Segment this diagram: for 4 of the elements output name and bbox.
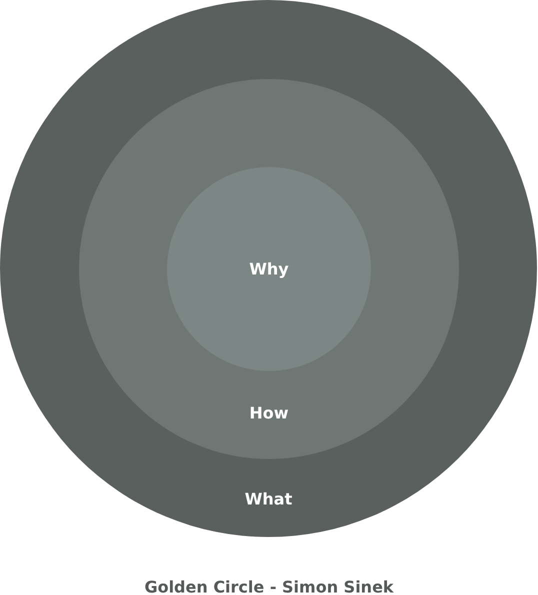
caption-text: Golden Circle - Simon Sinek — [144, 578, 394, 595]
ring-label: What — [244, 490, 292, 508]
ring-label: Why — [249, 260, 289, 278]
ring-label: How — [249, 404, 289, 422]
